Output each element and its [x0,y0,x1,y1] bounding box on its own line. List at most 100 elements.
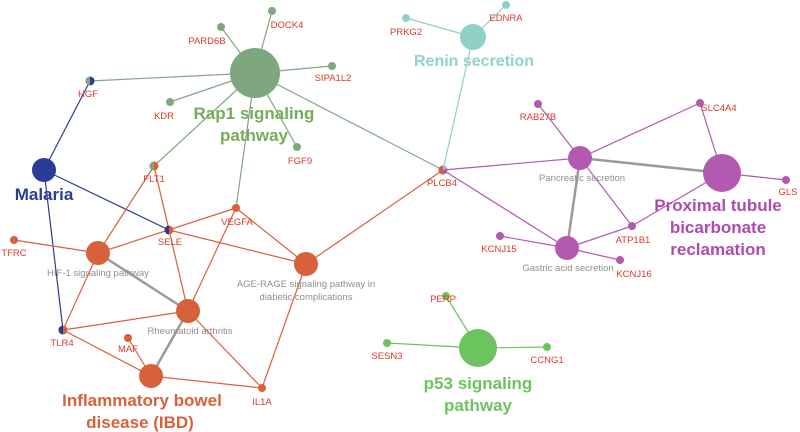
cluster-label-proximal-3: reclamation [670,240,765,259]
edge-hif1-flt1 [97,165,155,254]
gene-node-perp[interactable] [442,292,450,300]
gene-node-ccng1[interactable] [543,343,551,351]
edge-renin-plcb4 [442,36,474,171]
edge-ra-tlr4 [62,310,189,331]
label-prkg2: PRKG2 [390,27,422,38]
gene-node-gls[interactable] [782,176,790,184]
label-sele: SELE [158,237,182,248]
cluster-label-rap1-1: Rap1 signaling [194,104,315,123]
gene-node-slc4a4[interactable] [696,99,704,107]
gene-node-rab27b[interactable] [534,100,542,108]
edge-hif1-tfrc [13,239,99,254]
label-ednra: EDNRA [489,13,523,24]
cluster-label-malaria: Malaria [15,185,74,204]
label-kcnj16: KCNJ16 [616,269,651,280]
label-pard6b: PARD6B [188,36,225,47]
gene-node-dock4[interactable] [268,7,276,15]
gene-node-maf[interactable] [124,334,132,342]
edge-ibd-il1a [150,375,263,389]
gene-node-il1a[interactable] [258,384,266,392]
cluster-label-p53-1: p53 signaling [424,374,533,393]
node-malaria[interactable] [32,158,56,182]
node-rap1[interactable] [230,48,280,98]
node-pancreatic[interactable] [568,146,592,170]
label-kcnj15: KCNJ15 [481,244,516,255]
label-rab27b: RAB27B [520,112,556,123]
cluster-label-renin: Renin secretion [414,53,534,70]
cluster-label-rap1-2: pathway [220,126,289,145]
label-gls: GLS [778,187,797,198]
label-flt1: FLT1 [143,174,164,185]
edge-pancreatic-proximal [579,156,723,175]
edge-hif1-ra [97,251,189,313]
gene-node-kcnj15[interactable] [496,232,504,240]
edge-agerage-sele [168,229,307,265]
node-renin[interactable] [460,24,486,50]
label-fgf9: FGF9 [288,156,312,167]
edge-agerage-il1a [261,263,307,389]
edge-ra-vegfa [187,207,237,312]
gene-nodes [10,1,790,392]
gene-node-pard6b[interactable] [217,23,225,31]
gene-node-prkg2[interactable] [402,14,410,22]
edge-pancreatic-atp1b1 [579,157,633,227]
label-ccng1: CCNG1 [530,355,563,366]
gene-node-sesn3[interactable] [383,339,391,347]
gene-node-fgf9[interactable] [293,143,301,151]
edge-gastric-plcb4 [442,169,568,249]
gene-node-flt1[interactable] [149,161,159,171]
edge-ra-flt1 [153,165,189,312]
edges [13,4,787,389]
cluster-labels: Rap1 signaling pathway Renin secretion P… [15,53,782,432]
edge-malaria-sele [43,169,170,231]
gene-node-kdr[interactable] [166,98,174,106]
edge-hif1-tlr4 [62,252,99,331]
gene-node-vegfa[interactable] [232,204,240,212]
gene-node-tfrc[interactable] [10,236,18,244]
label-maf: MAF [118,344,138,355]
node-ra[interactable] [176,299,200,323]
gene-node-kcnj16[interactable] [616,256,624,264]
edge-agerage-plcb4 [305,169,444,265]
cluster-label-p53-2: pathway [444,396,513,415]
label-gastric: Gastric acid secretion [522,263,613,274]
node-hif1[interactable] [86,241,110,265]
node-ibd[interactable] [139,364,163,388]
label-agerage-2: diabetic complications [260,292,353,303]
node-gastric[interactable] [555,236,579,260]
gene-node-sele[interactable] [164,225,174,235]
label-il1a: IL1A [252,397,272,408]
edge-ra-il1a [187,310,263,389]
label-plcb4: PLCB4 [427,178,457,189]
pathway-nodes [32,24,741,388]
node-p53[interactable] [459,329,497,367]
label-agerage-1: AGE-RAGE signaling pathway in [237,279,375,290]
gene-node-tlr4[interactable] [58,325,68,335]
edge-pancreatic-plcb4 [442,157,581,171]
gene-node-ednra[interactable] [502,1,510,9]
edge-pancreatic-slc4a4 [579,102,701,159]
label-slc4a4: SLC4A4 [701,103,736,114]
label-pancreatic: Pancreatic secretion [539,173,625,184]
label-perp: PERP [430,294,456,305]
gene-node-plcb4[interactable] [438,165,448,175]
gene-node-hgf[interactable] [85,76,95,86]
label-hif1: HIF-1 signaling pathway [47,268,149,279]
label-vegfa: VEGFA [221,217,253,228]
label-hgf: HGF [78,89,98,100]
node-agerage[interactable] [294,252,318,276]
pathway-labels: Pancreatic secretion Gastric acid secret… [47,173,625,337]
edge-ibd-tlr4 [62,329,152,377]
edge-rap1-plcb4 [254,72,444,171]
cluster-label-ibd-1: Inflammatory bowel [62,391,222,410]
gene-node-atp1b1[interactable] [628,222,636,230]
label-tlr4: TLR4 [50,338,73,349]
edge-ra-ibd [149,310,190,377]
node-proximal[interactable] [703,154,741,192]
cluster-label-ibd-2: disease (IBD) [86,413,194,432]
gene-node-sipa1l2[interactable] [328,62,336,70]
cluster-label-proximal-2: bicarbonate [670,218,766,237]
gene-labels: PARD6B DOCK4 SIPA1L2 KDR FGF9 HGF FLT1 V… [1,13,797,408]
